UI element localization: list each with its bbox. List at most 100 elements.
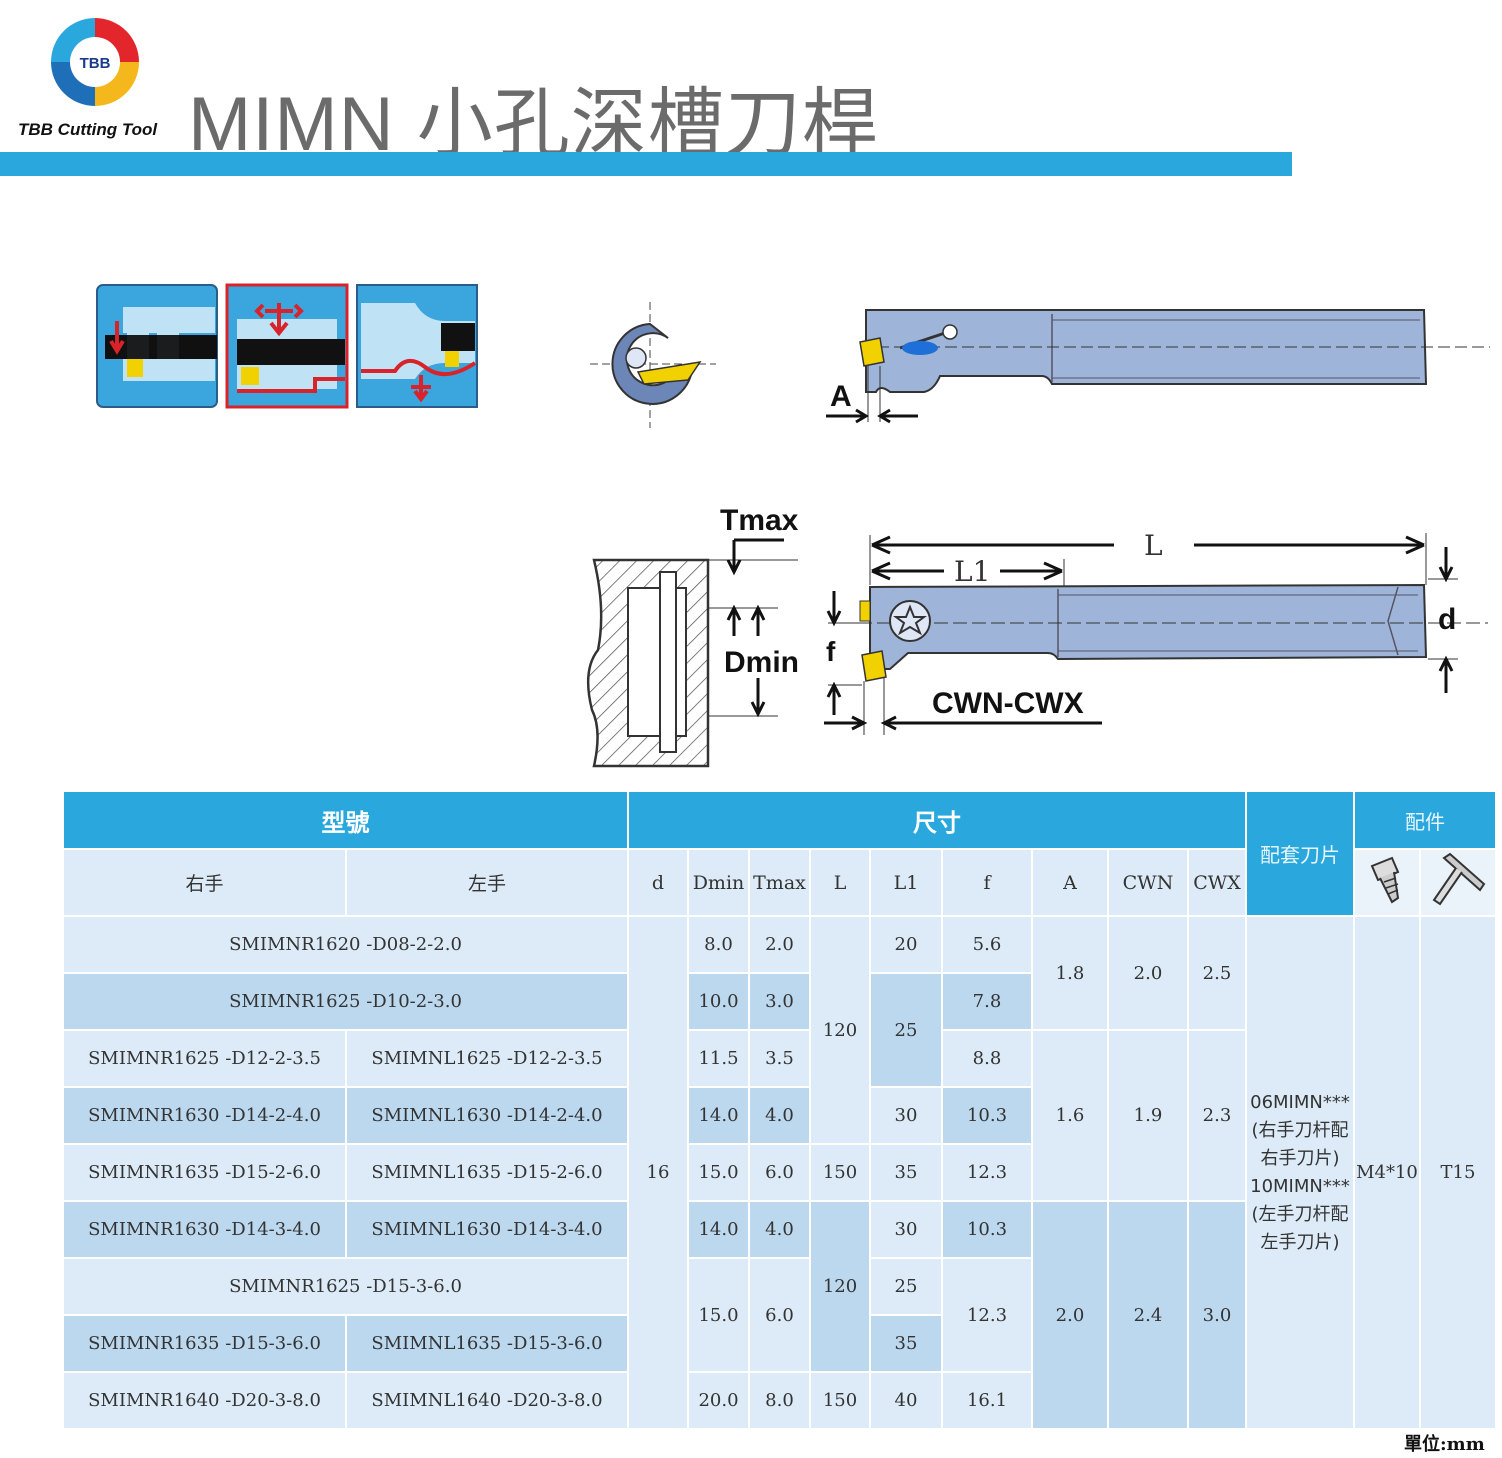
col-right: 右手 <box>62 848 347 917</box>
application-icons <box>96 283 478 409</box>
table-row-left: SMIMNL1635 -D15-2-6.0 <box>345 1143 629 1202</box>
col-CWN: CWN <box>1107 848 1189 917</box>
dimension-view-diagram: L L1 d f CWN-CWX <box>824 529 1488 735</box>
table-row-model: SMIMNR1620 -D08-2-2.0 <box>62 915 629 974</box>
cell-key: T15 <box>1419 915 1497 1430</box>
key-icon-cell <box>1419 848 1497 917</box>
cell-f: 10.3 <box>941 1200 1033 1259</box>
header-model: 型號 <box>62 790 629 850</box>
dim-label-d: d <box>1438 603 1456 636</box>
tbb-logo: TBB <box>51 18 139 106</box>
table-row-right: SMIMNR1635 -D15-2-6.0 <box>62 1143 347 1202</box>
cell-L: 150 <box>809 1143 871 1202</box>
table-row-right: SMIMNR1630 -D14-2-4.0 <box>62 1086 347 1145</box>
cell-tmax: 4.0 <box>748 1200 811 1259</box>
table-row-left: SMIMNL1635 -D15-3-6.0 <box>345 1314 629 1373</box>
cell-f: 7.8 <box>941 972 1033 1031</box>
header-accessories: 配件 <box>1353 790 1497 850</box>
cell-tmax: 3.0 <box>748 972 811 1031</box>
screw-icon <box>1370 856 1400 904</box>
cell-L1: 20 <box>869 915 943 974</box>
cell-CWX: 2.5 <box>1187 915 1247 1031</box>
cell-f: 8.8 <box>941 1029 1033 1088</box>
grooving-icon-3 <box>356 284 478 408</box>
table-row-left: SMIMNL1625 -D12-2-3.5 <box>345 1029 629 1088</box>
end-view-diagram <box>590 302 716 428</box>
cell-A: 2.0 <box>1031 1200 1109 1430</box>
table-row-model: SMIMNR1625 -D15-3-6.0 <box>62 1257 629 1316</box>
table-row-right: SMIMNR1630 -D14-3-4.0 <box>62 1200 347 1259</box>
col-left: 左手 <box>345 848 629 917</box>
unit-label: 單位:mm <box>1404 1434 1485 1455</box>
cell-CWN: 1.9 <box>1107 1029 1189 1202</box>
cell-f: 12.3 <box>941 1143 1033 1202</box>
cell-dmin: 15.0 <box>687 1257 750 1373</box>
cell-dmin: 20.0 <box>687 1371 750 1430</box>
logo-badge: TBB <box>80 55 111 72</box>
cell-CWN: 2.4 <box>1107 1200 1189 1430</box>
col-dmin: Dmin <box>687 848 750 917</box>
table-row-left: SMIMNL1630 -D14-2-4.0 <box>345 1086 629 1145</box>
cell-tmax: 2.0 <box>748 915 811 974</box>
dim-label-Dmin: Dmin <box>724 646 799 679</box>
cell-L: 120 <box>809 915 871 1145</box>
table-row-right: SMIMNR1640 -D20-3-8.0 <box>62 1371 347 1430</box>
cell-L1: 25 <box>869 972 943 1088</box>
cell-CWN: 2.0 <box>1107 915 1189 1031</box>
cell-tmax: 6.0 <box>748 1257 811 1373</box>
side-view-diagram: A <box>826 309 1490 424</box>
cell-tmax: 3.5 <box>748 1029 811 1088</box>
cell-f: 16.1 <box>941 1371 1033 1430</box>
col-L1: L1 <box>869 848 943 917</box>
cell-L1: 40 <box>869 1371 943 1430</box>
cell-d: 16 <box>627 915 689 1430</box>
cell-dmin: 14.0 <box>687 1086 750 1145</box>
cell-L1: 25 <box>869 1257 943 1316</box>
dim-label-A: A <box>830 380 852 413</box>
cell-L1: 30 <box>869 1200 943 1259</box>
grooving-icon-1 <box>96 284 218 408</box>
cell-screw: M4*10 <box>1353 915 1421 1430</box>
cell-L: 150 <box>809 1371 871 1430</box>
dim-label-Tmax: Tmax <box>720 504 799 537</box>
cell-CWX: 3.0 <box>1187 1200 1247 1430</box>
dim-label-f: f <box>826 636 836 667</box>
cell-L: 120 <box>809 1200 871 1373</box>
title-underline-bar <box>0 152 1292 176</box>
table-row-left: SMIMNL1640 -D20-3-8.0 <box>345 1371 629 1430</box>
cell-dmin: 8.0 <box>687 915 750 974</box>
dim-label-L: L <box>1144 529 1163 562</box>
dim-label-L1: L1 <box>954 555 990 588</box>
table-row-left: SMIMNL1630 -D14-3-4.0 <box>345 1200 629 1259</box>
spec-table: 型號 尺寸 配套刀片 配件 右手 左手 d Dmin Tmax L L1 f A… <box>62 790 1497 1430</box>
col-f: f <box>941 848 1033 917</box>
table-row-model: SMIMNR1625 -D10-2-3.0 <box>62 972 629 1031</box>
cell-CWX: 2.3 <box>1187 1029 1247 1202</box>
cell-f: 10.3 <box>941 1086 1033 1145</box>
cell-tmax: 8.0 <box>748 1371 811 1430</box>
cell-tmax: 4.0 <box>748 1086 811 1145</box>
cell-A: 1.6 <box>1031 1029 1109 1202</box>
logo-text: TBB Cutting Tool <box>18 120 158 139</box>
cell-L1: 30 <box>869 1086 943 1145</box>
cell-L1: 35 <box>869 1143 943 1202</box>
cell-f: 12.3 <box>941 1257 1033 1373</box>
header-dimensions: 尺寸 <box>627 790 1247 850</box>
dim-label-CWN-CWX: CWN-CWX <box>932 687 1084 720</box>
col-L: L <box>809 848 871 917</box>
cell-tmax: 6.0 <box>748 1143 811 1202</box>
cell-dmin: 10.0 <box>687 972 750 1031</box>
cell-f: 5.6 <box>941 915 1033 974</box>
cell-dmin: 11.5 <box>687 1029 750 1088</box>
table-row-right: SMIMNR1625 -D12-2-3.5 <box>62 1029 347 1088</box>
col-A: A <box>1031 848 1109 917</box>
cell-insert: 06MIMN*** (右手刀杆配右手刀片) 10MIMN*** (左手刀杆配左手… <box>1245 915 1355 1430</box>
header-insert: 配套刀片 <box>1245 790 1355 917</box>
col-CWX: CWX <box>1187 848 1247 917</box>
cell-L1: 35 <box>869 1314 943 1373</box>
col-tmax: Tmax <box>748 848 811 917</box>
cell-dmin: 14.0 <box>687 1200 750 1259</box>
screw-icon-cell <box>1353 848 1421 917</box>
section-view-diagram: Tmax Dmin <box>586 504 799 768</box>
col-d: d <box>627 848 689 917</box>
